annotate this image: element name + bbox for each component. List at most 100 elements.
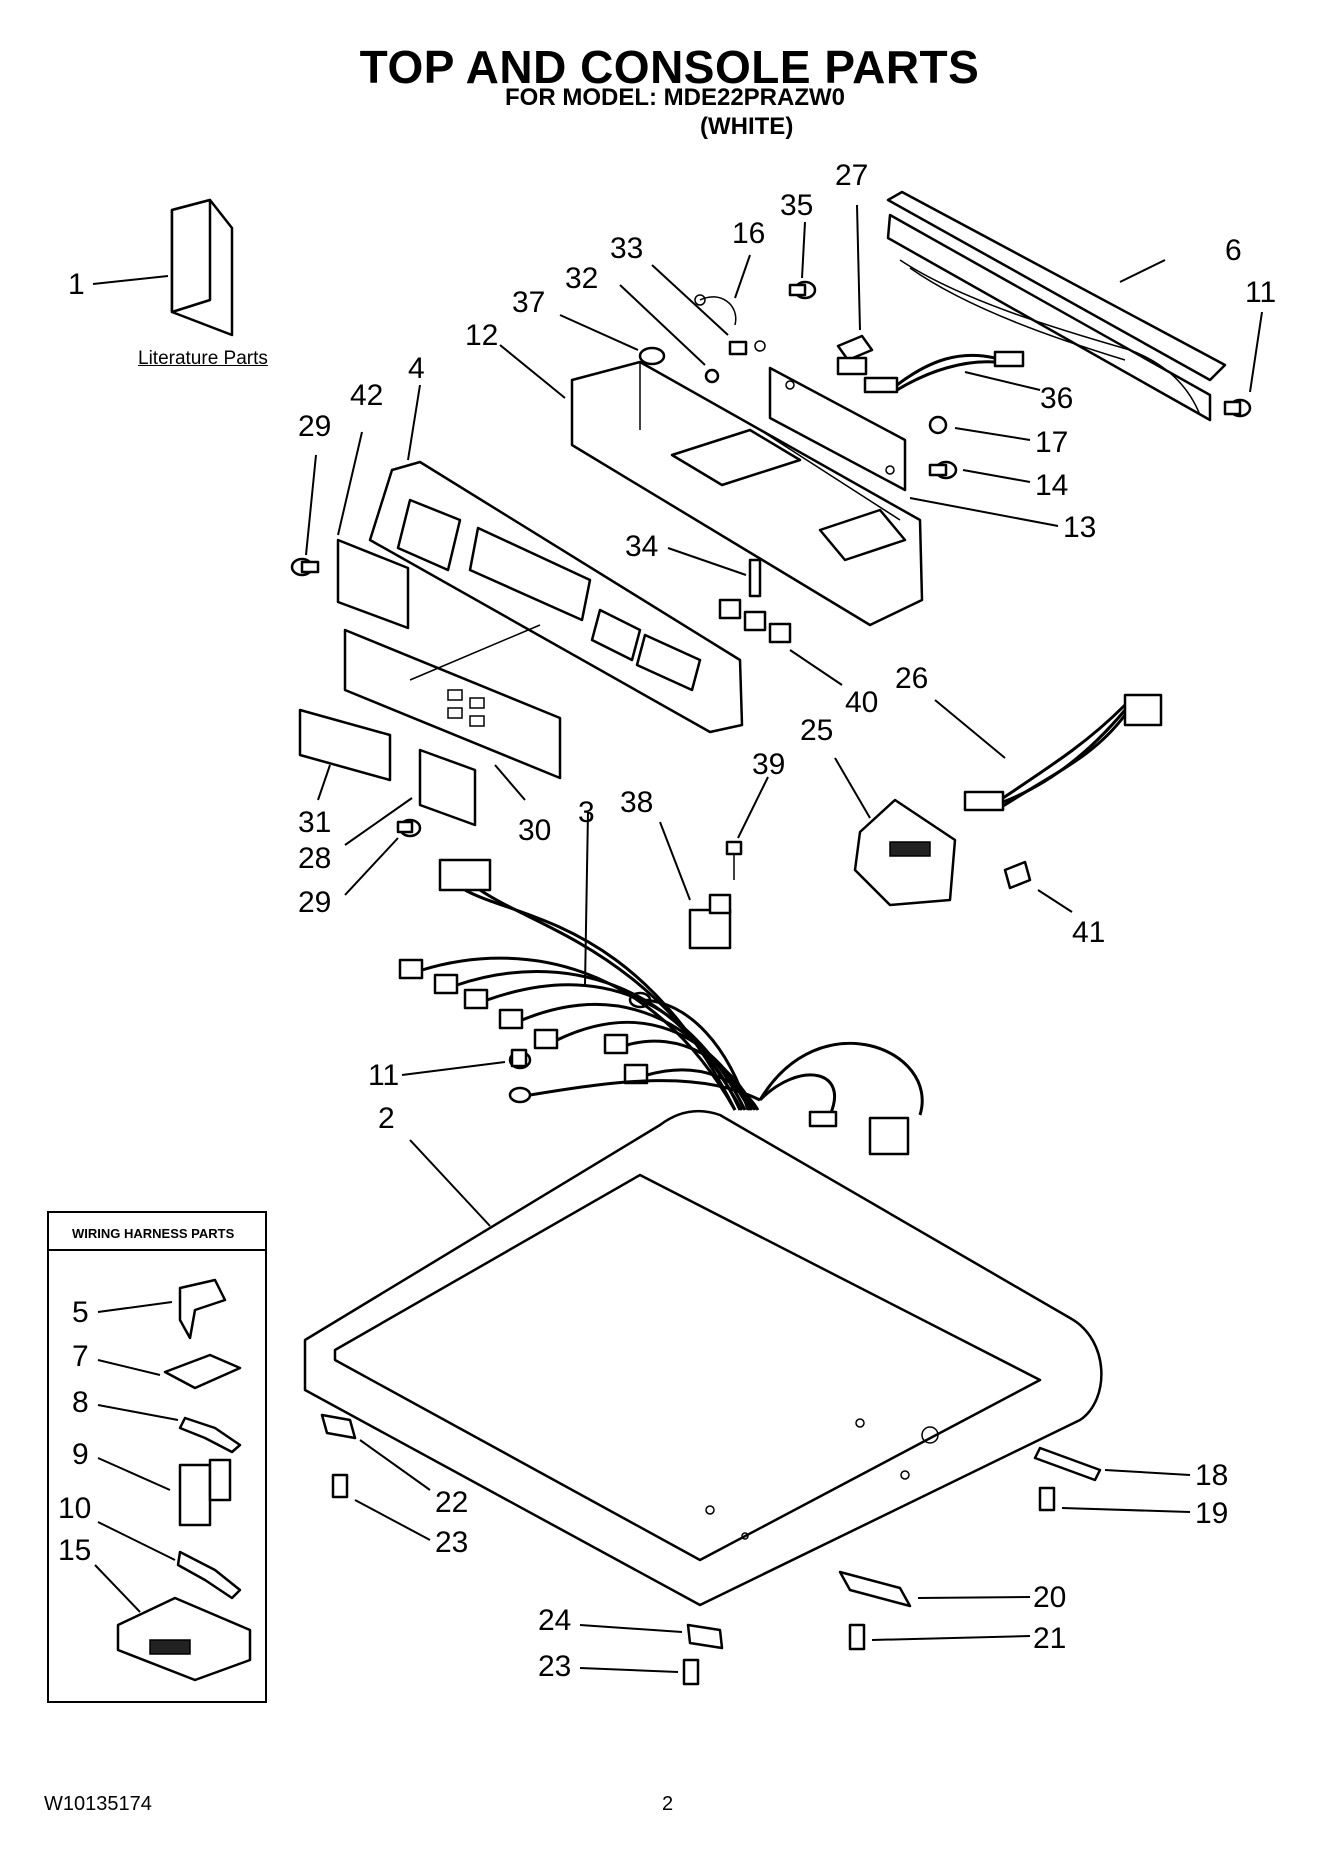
callout-27: 27 [835,159,868,192]
screw-11-top [1223,398,1252,418]
callout-23-left: 23 [435,1526,468,1559]
leader-28 [344,797,413,846]
leader-39 [737,776,769,839]
leader-38 [659,821,691,901]
leader-36 [964,371,1041,391]
callout-29-upper: 29 [298,410,331,443]
screw-29-lower [396,818,422,838]
console-housing-12 [570,360,924,627]
callout-26: 26 [895,662,928,695]
leader-11-mid [401,1061,506,1076]
callout-37: 37 [512,286,545,319]
callout-2: 2 [378,1102,395,1135]
leader-3 [584,811,589,986]
callout-35: 35 [780,189,813,222]
screw-35 [788,280,817,300]
callout-36: 36 [1040,382,1073,415]
wiring-box-title: WIRING HARNESS PARTS [72,1226,235,1241]
leader-35 [801,221,806,279]
leader-37 [559,314,639,351]
bushing-37 [638,346,666,366]
control-module-25 [853,798,957,907]
leader-1 [92,275,169,285]
leader-40 [789,649,843,686]
callout-19: 19 [1195,1497,1228,1530]
leader-42 [337,431,363,536]
harness-36 [863,350,1025,394]
screw-23-left [331,1473,349,1499]
hinge-18 [1033,1446,1102,1482]
callout-20: 20 [1033,1581,1066,1614]
screw-14 [928,460,958,480]
callout-34: 34 [625,530,658,563]
connector-9 [178,1458,232,1527]
nut-17 [928,415,948,435]
console-rear-bracket [886,190,1227,422]
wire-harness-26 [963,693,1163,812]
knob-28 [418,748,477,827]
callout-17: 17 [1035,426,1068,459]
callout-38: 38 [620,786,653,819]
switch-34 [748,558,762,598]
main-wire-harness-3 [398,858,924,1156]
leader-29-lower [344,837,399,896]
leader-26 [934,699,1006,759]
callout-11-mid: 11 [368,1059,399,1092]
leader-33 [651,264,729,336]
callout-11-top: 11 [1245,276,1276,309]
bracket-22 [320,1413,357,1440]
terminal-8 [178,1416,242,1454]
callout-14: 14 [1035,469,1068,502]
page-title: TOP AND CONSOLE PARTS [359,41,980,93]
leader-41 [1037,889,1073,913]
connector-27 [836,334,874,376]
callout-12: 12 [465,319,498,352]
callout-25: 25 [800,714,833,747]
ground-wire-16 [694,294,737,326]
hinge-20 [838,1570,912,1608]
leader-30 [494,764,526,801]
connector-7 [163,1353,242,1390]
callout-9: 9 [72,1438,89,1471]
leader-25 [834,757,871,819]
callout-3: 3 [578,796,595,829]
callout-29-lower: 29 [298,886,331,919]
callout-10: 10 [58,1492,91,1525]
screw-11-mid [508,1048,532,1070]
callout-39: 39 [752,748,785,781]
callout-6: 6 [1225,234,1242,267]
relay-38 [688,893,732,950]
terminal-clip-5 [178,1278,227,1340]
page-number: 2 [662,1793,674,1815]
screw-23-bottom [682,1658,700,1686]
screw-39 [725,840,743,880]
bracket-24 [686,1623,724,1650]
leader-14 [962,469,1031,483]
panel-guide-line [409,624,541,681]
callout-15: 15 [58,1534,91,1567]
leader-18 [1104,1469,1191,1476]
callout-22: 22 [435,1486,468,1519]
leader-31 [317,764,331,801]
callout-16: 16 [732,217,765,250]
callout-24: 24 [538,1604,571,1637]
leader-34 [667,547,747,576]
overlay-42 [336,538,410,630]
console-graphic-30 [343,628,562,780]
leader-10 [97,1521,176,1561]
leader-11-top [1249,311,1263,393]
callout-18: 18 [1195,1459,1228,1492]
callout-8: 8 [72,1386,89,1419]
callout-28: 28 [298,842,331,875]
callout-5: 5 [72,1296,89,1329]
callout-31: 31 [298,806,331,839]
callout-21: 21 [1033,1622,1066,1655]
clip-33 [728,340,766,356]
leader-24 [579,1624,683,1633]
connectors-40 [718,598,792,644]
callout-33: 33 [610,232,643,265]
leader-17 [954,427,1031,441]
leader-23-left [354,1499,431,1541]
leader-6 [1119,259,1166,283]
